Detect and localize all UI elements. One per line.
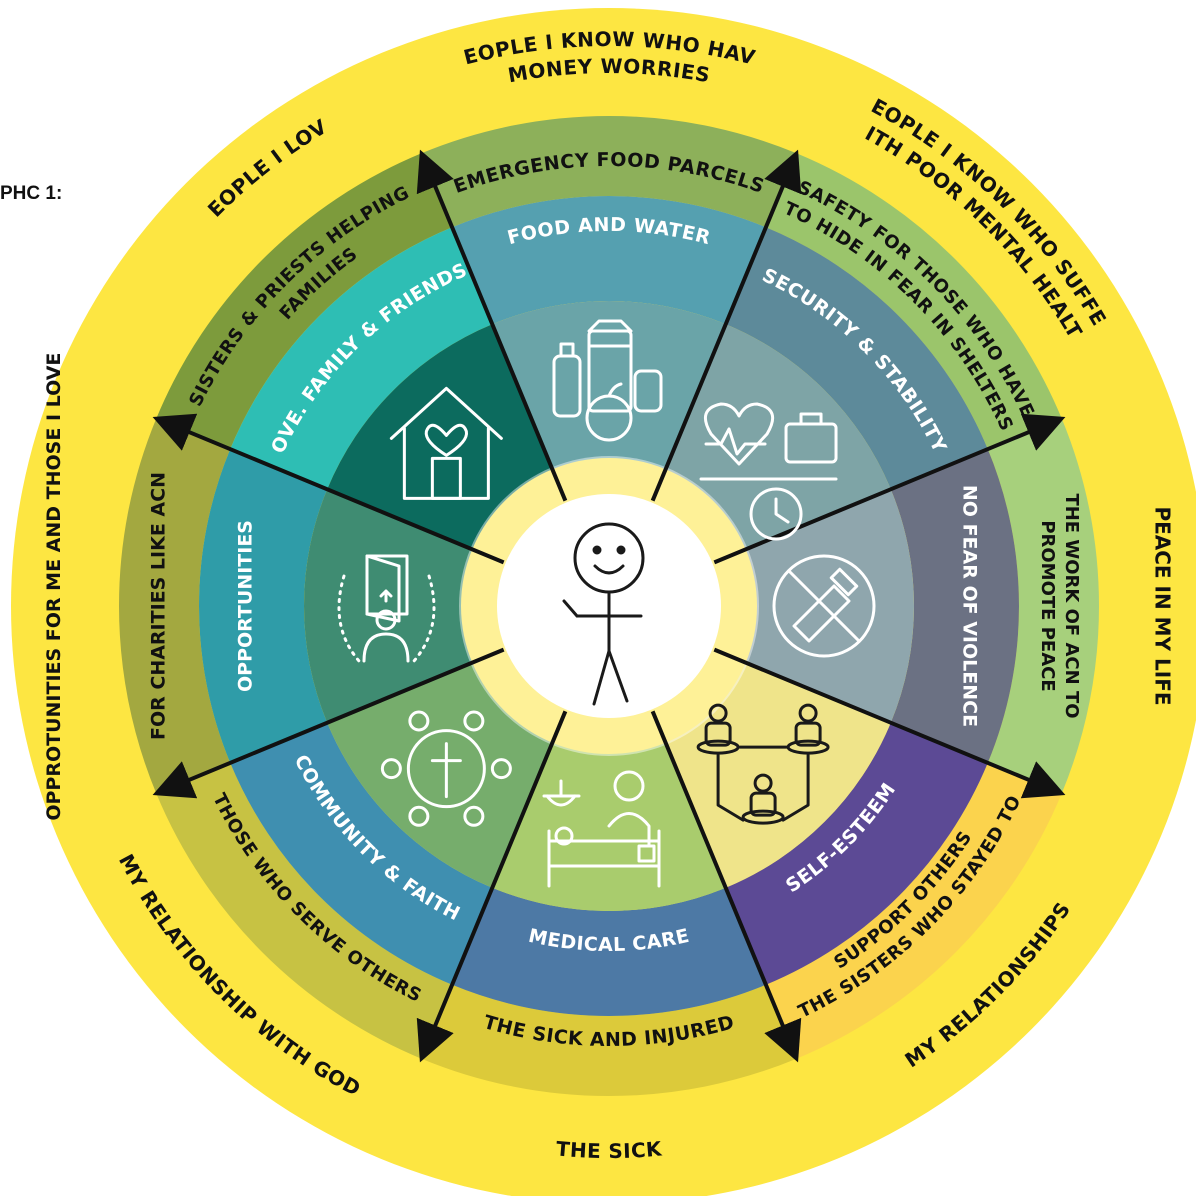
center (562, 522, 645, 706)
no-weapons-icon (772, 554, 876, 658)
inner-segment-security (665, 324, 891, 550)
ring2-segment-food (421, 116, 797, 228)
food-groceries-icon (552, 319, 663, 442)
outer-label-medical-text: THE SICK (555, 1136, 663, 1163)
ring2-segment-love (156, 153, 453, 450)
house-heart-icon (389, 386, 503, 500)
opportunity-door-icon (337, 554, 436, 663)
ring2-segment-community (156, 762, 453, 1059)
inner-segment-violence (745, 489, 914, 723)
divider-arrow-4 (650, 710, 802, 1063)
middle-label-violence: NO FEAR OF VIOLENCE (959, 485, 981, 727)
health-work-balance-icon (699, 402, 838, 541)
ring2-label-violence-2: PROMOTE PEACE (1037, 520, 1058, 691)
divider-arrow-1 (650, 149, 802, 502)
inner-segment-food (492, 301, 726, 470)
ring2-segment-medical (421, 984, 797, 1096)
people-network-icon (696, 703, 830, 825)
divider-arrow-6 (152, 647, 505, 799)
ring2-label-violence-1: THE WORK OF ACN TO (1061, 493, 1082, 718)
middle-label-opportunities: OPPORTUNITIES (235, 520, 257, 692)
ring2-segment-violence (987, 418, 1099, 794)
divider-arrow-3 (713, 647, 1066, 799)
inner-ring (304, 301, 914, 911)
middle-ring (199, 196, 1019, 1016)
ring-2 (119, 116, 1099, 1096)
ring2-label-opportunities: FOR CHARITIES LIKE ACN (148, 472, 170, 740)
corner-label: PHC 1: (0, 183, 63, 204)
middle-segment-violence (890, 449, 1019, 763)
outer-label-violence: PEACE IN MY LIFE (1151, 506, 1175, 705)
outer-label-opportunities: OPPROTUNITIES FOR ME AND THOSE I LOVE (43, 353, 65, 821)
inner-segment-community (327, 662, 553, 888)
middle-segment-food (452, 196, 766, 325)
stick-figure-icon (562, 522, 645, 706)
middle-segment-security (725, 227, 988, 490)
community-cross-icon (380, 710, 512, 827)
middle-segment-community (230, 722, 493, 985)
outer-label-medical: THE SICK (555, 1136, 664, 1163)
ring2-segment-security (765, 153, 1062, 450)
hospital-bed-icon (542, 770, 661, 888)
inner-segment-opportunities (304, 489, 473, 723)
middle-segment-opportunities (199, 449, 328, 763)
middle-segment-esteem (725, 722, 988, 985)
divider-arrow-8 (416, 149, 568, 502)
divider-arrow-7 (152, 413, 505, 565)
ring2-segment-opportunities (119, 418, 231, 794)
middle-segment-love (230, 227, 493, 490)
icons (337, 319, 876, 888)
divider-arrow-5 (416, 710, 568, 1063)
ring2-segment-esteem (765, 762, 1062, 1059)
middle-segment-medical (452, 887, 766, 1016)
inner-segment-love (327, 324, 553, 550)
